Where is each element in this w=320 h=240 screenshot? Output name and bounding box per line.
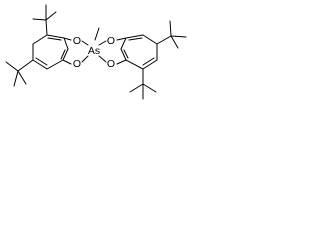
tert-butyl-lower-right [129, 68, 157, 100]
oxygen-label-lower-right: O [107, 58, 115, 70]
bond [170, 35, 179, 49]
bond [142, 59, 158, 70]
bond [128, 37, 143, 41]
oxygen-label-upper-right: O [107, 35, 115, 47]
tert-butyl-lower-left [5, 59, 34, 87]
arsenic-label: As [88, 45, 100, 57]
bond-o-as [98, 55, 107, 63]
bond [46, 34, 65, 39]
bond-o-as [81, 55, 89, 63]
bond [32, 59, 48, 70]
bond [156, 35, 172, 45]
bond [32, 34, 48, 45]
left-benzene-ring [32, 34, 69, 70]
bond [45, 11, 57, 21]
bond-o-as [98, 40, 107, 46]
chemical-structure: O O O O As [5, 4, 187, 100]
bond-c-o [116, 59, 127, 65]
oxygen-label-upper-left: O [73, 35, 81, 47]
bond [125, 34, 144, 39]
arsenic-center-bonds [81, 27, 107, 63]
bond [62, 48, 69, 61]
bond [45, 19, 48, 36]
bond [17, 59, 34, 72]
bond [123, 49, 129, 59]
bond [120, 37, 127, 50]
bond [5, 61, 19, 72]
bond [170, 35, 187, 38]
bond [46, 59, 64, 70]
bond [13, 70, 19, 87]
bond [142, 34, 158, 45]
bond [125, 59, 144, 70]
bond [142, 57, 155, 66]
bond [129, 83, 144, 93]
bond-c-o [62, 59, 72, 65]
right-benzene-ring [120, 34, 158, 70]
bond-o-as [81, 40, 89, 46]
bond [47, 37, 62, 41]
tert-butyl-right [156, 20, 187, 49]
bond-c-o [116, 37, 127, 41]
bond [142, 83, 157, 93]
bond [35, 57, 48, 66]
bond [32, 18, 47, 21]
bond [17, 70, 27, 85]
bond [169, 20, 172, 37]
bond [120, 48, 127, 61]
bond-c-o [63, 37, 72, 41]
bond [63, 37, 69, 50]
oxygen-label-lower-left: O [73, 58, 81, 70]
bond-as-methyl [94, 27, 100, 41]
tert-butyl-upper-left [32, 4, 57, 36]
bond [60, 49, 66, 60]
